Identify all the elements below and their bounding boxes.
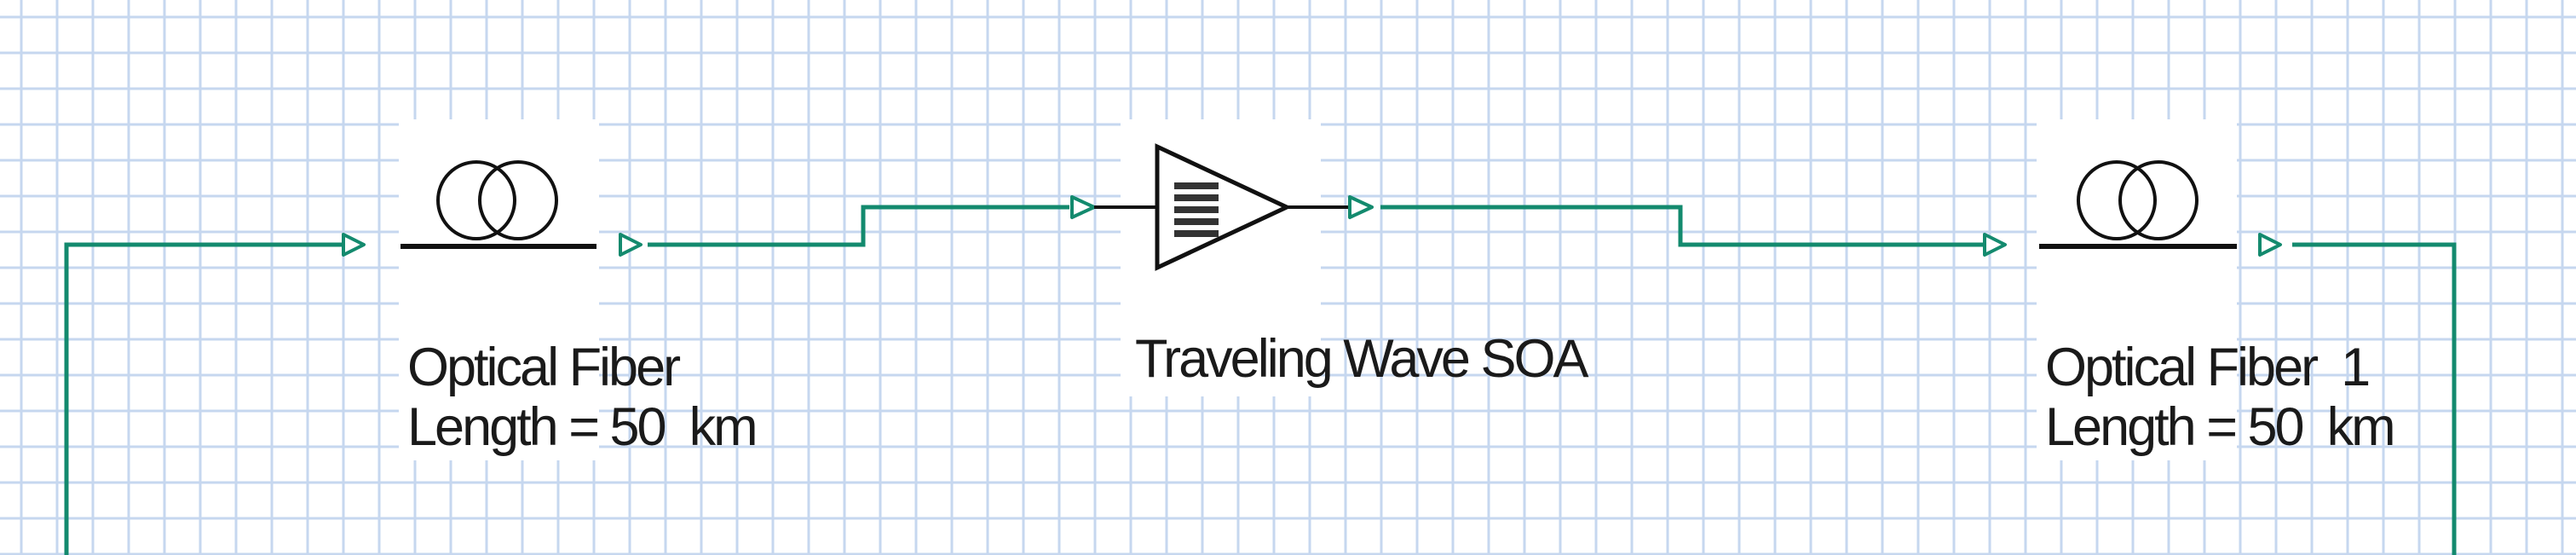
optical-fiber-component[interactable]: Optical Fiber Length = 50 km <box>401 160 758 457</box>
soa-output-port-icon <box>1348 195 1374 219</box>
component-parameter: Length = 50 km <box>407 397 756 457</box>
soa-component[interactable]: Traveling Wave SOA <box>1094 143 1591 389</box>
port-arrows <box>342 195 2282 257</box>
optical-fiber-component-1[interactable]: Optical Fiber 1 Length = 50 km <box>2039 160 2396 457</box>
component-label: Optical Fiber 1 <box>2045 338 2368 397</box>
soa-input-port-icon <box>1070 195 1096 219</box>
wire-fiber1-to-soa <box>648 205 1069 247</box>
component-parameter: Length = 50 km <box>2045 397 2394 457</box>
component-label: Optical Fiber <box>407 338 680 397</box>
connection-wires <box>64 205 2457 555</box>
fiber-coil-icon <box>401 160 596 249</box>
wire-soa-to-fiber2 <box>1380 205 1985 247</box>
amplifier-triangle-icon <box>1094 143 1348 271</box>
fiber2-input-port-icon <box>1983 233 2007 257</box>
component-backgrounds <box>399 119 2237 460</box>
component-label: Traveling Wave SOA <box>1135 329 1588 389</box>
feedback-wire-left <box>64 242 349 555</box>
fiber-coil-icon <box>2039 160 2237 249</box>
fiber2-output-port-icon <box>2258 233 2282 257</box>
fiber1-input-port-icon <box>342 233 366 257</box>
fiber1-output-port-icon <box>619 233 643 257</box>
feedback-wire-right <box>2292 242 2457 555</box>
